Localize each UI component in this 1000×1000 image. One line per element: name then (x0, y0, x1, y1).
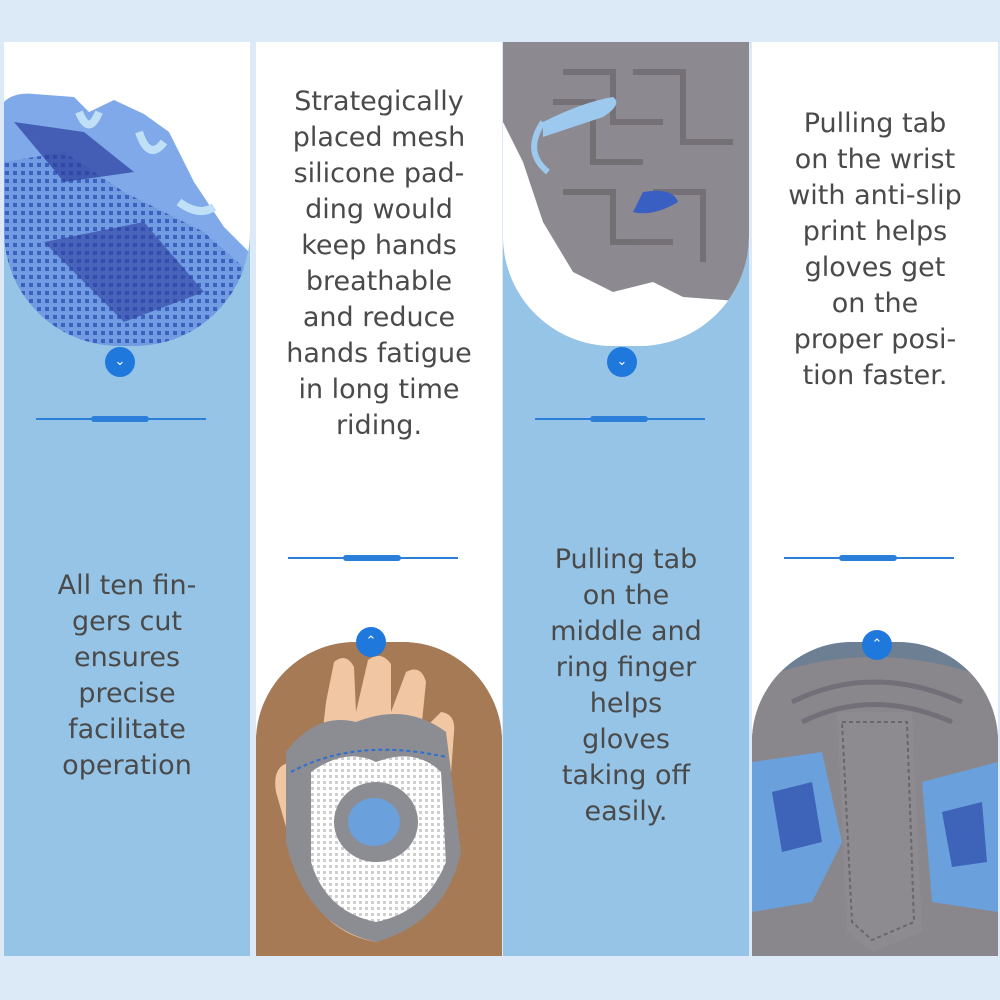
chevron-up-icon: ⌃ (862, 630, 892, 660)
section-divider (36, 416, 206, 422)
feature-caption: All ten fin- gers cut ensures precise fa… (57, 570, 197, 781)
glove-finger-tab-photo (503, 42, 749, 346)
section-divider (535, 416, 705, 422)
section-divider (784, 555, 954, 561)
chevron-down-icon: ⌄ (105, 347, 135, 377)
photo-card (256, 642, 502, 956)
glove-wrist-tab-photo (752, 642, 998, 956)
glove-fingers-photo (4, 93, 249, 346)
glove-palm-photo (256, 642, 502, 956)
feature-caption: Pulling tab on the wrist with anti-slip … (788, 108, 962, 391)
chevron-up-icon: ⌃ (356, 627, 386, 657)
feature-panel-wrist-tab: Pulling tab on the wrist with anti-slip … (752, 42, 998, 956)
photo-card (752, 642, 998, 956)
feature-caption: Pulling tab on the middle and ring finge… (550, 544, 702, 827)
feature-panel-fingers: ⌄ All ten fin- gers cut ensures precise … (4, 42, 250, 956)
section-divider (288, 555, 458, 561)
chevron-down-icon: ⌄ (607, 347, 637, 377)
photo-card (503, 42, 749, 346)
photo-card (4, 42, 250, 346)
feature-panel-padding: Strategically placed mesh silicone pad- … (256, 42, 502, 956)
feature-caption: Strategically placed mesh silicone pad- … (286, 86, 472, 441)
feature-panel-finger-tab: ⌄ Pulling tab on the middle and ring fin… (503, 42, 749, 956)
